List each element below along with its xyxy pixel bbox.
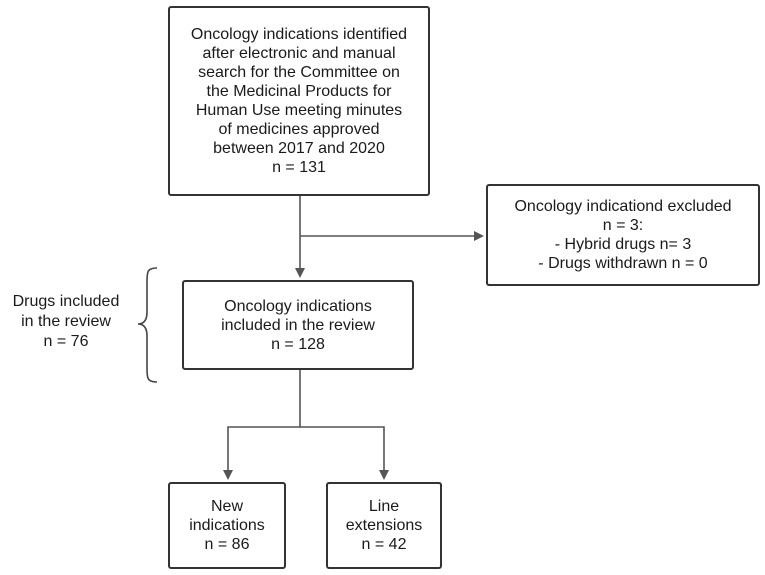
line-extensions-box: Line extensions n = 42 (326, 482, 442, 569)
box-line: search for the Committee on (198, 64, 400, 81)
connector-split-to-line-extensions (300, 426, 389, 480)
box-line: Oncology indicationd excluded (514, 198, 732, 215)
box-line: - Drugs withdrawn n = 0 (538, 255, 708, 272)
excluded-indications-box: Oncology indicationd excluded n = 3: - H… (486, 184, 760, 286)
box-line: Line (368, 498, 400, 515)
box-line: n = 128 (271, 335, 325, 353)
box-line: indications (189, 517, 265, 534)
label-line: in the review (21, 313, 111, 330)
box-line: between 2017 and 2020 (213, 140, 385, 157)
box-line: Oncology indications (224, 297, 372, 315)
box-line: of medicines approved (218, 121, 380, 138)
box-line: extensions (345, 517, 423, 534)
label-line: Drugs included (12, 293, 120, 310)
box-line: n = 86 (204, 536, 250, 553)
box-line: n = 42 (361, 536, 407, 553)
box-line: Human Use meeting minutes (195, 102, 403, 119)
label-line: n = 76 (43, 333, 89, 350)
included-indications-box: Oncology indications included in the rev… (182, 280, 414, 370)
drugs-included-label: Drugs included in the review n = 76 (2, 292, 130, 352)
curly-bracket (137, 267, 158, 383)
box-line: Oncology indications identified (190, 26, 408, 43)
identified-indications-box: Oncology indications identified after el… (168, 6, 430, 196)
box-line: included in the review (221, 316, 375, 334)
box-line: - Hybrid drugs n= 3 (554, 236, 692, 253)
box-line: New (210, 498, 243, 515)
box-line: n = 3: (602, 217, 644, 234)
box-line: the Medicinal Products for (206, 83, 392, 100)
connector-included-to-split (223, 370, 301, 480)
new-indications-box: New indications n = 86 (168, 482, 286, 569)
box-line: after electronic and manual (202, 45, 396, 62)
box-line: n = 131 (272, 159, 326, 176)
